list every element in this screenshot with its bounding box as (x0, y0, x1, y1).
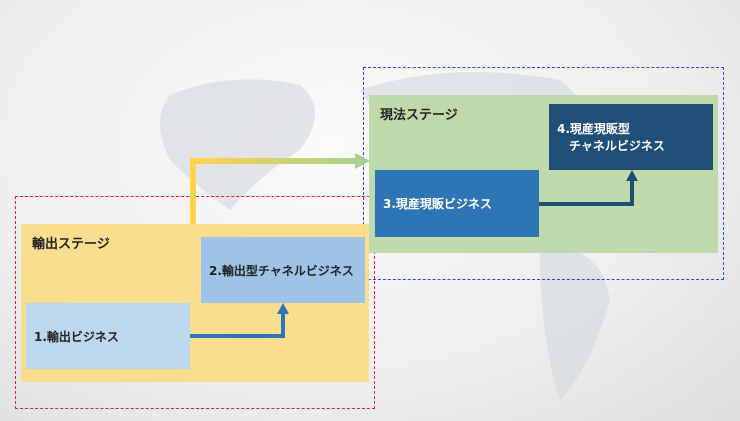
export-stage-title: 輸出ステージ (32, 237, 110, 252)
box-3-label: 3.現産現販ビジネス (383, 197, 492, 211)
arrowhead-3-to-4 (626, 170, 638, 181)
box-2-label: 2.輸出型チャネルビジネス (209, 263, 354, 278)
stage-transition-arrowhead (355, 153, 370, 169)
arrowhead-1-to-2 (277, 303, 289, 314)
local-stage-title: 現法ステージ (380, 108, 458, 123)
arrow-3-to-4 (539, 180, 634, 206)
box-1-label: 1.輸出ビジネス (34, 329, 119, 344)
box-local-production-business: 3.現産現販ビジネス (375, 170, 539, 237)
local-region-outline (363, 67, 724, 280)
box-4-label-line2: チャネルビジネス (569, 139, 665, 153)
stage-transition-arrow (190, 158, 355, 224)
box-export-channel-business: 2.輸出型チャネルビジネス (201, 237, 365, 303)
box-export-business: 1.輸出ビジネス (26, 303, 190, 369)
box-local-channel-business: 4.現産現販型チャネルビジネス (549, 104, 713, 170)
arrow-1-to-2 (190, 313, 285, 338)
box-4-label-line1: 4.現産現販型 (557, 122, 630, 136)
